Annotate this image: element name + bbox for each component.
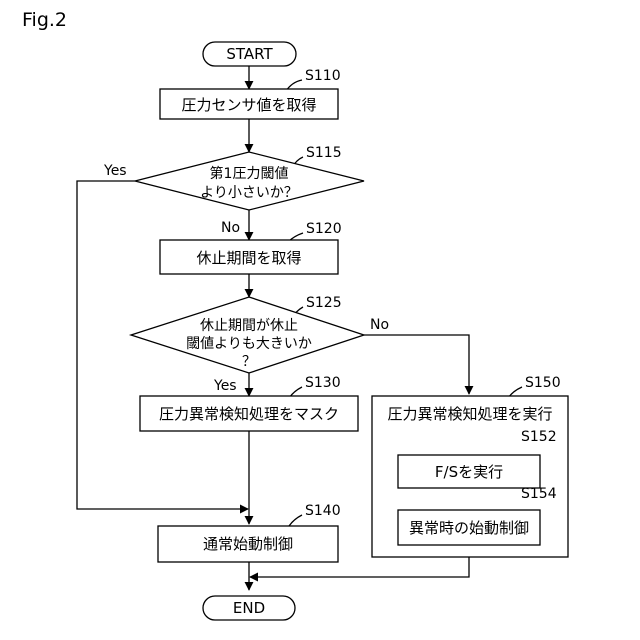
- decision-s125: 休止期間が休止 閾値よりも大きいか ？ S125 No Yes: [131, 295, 389, 394]
- s125-line1: 休止期間が休止: [200, 318, 298, 334]
- edge-s125-no: [364, 335, 469, 394]
- s110-step: S110: [305, 68, 341, 84]
- s125-no-label: No: [370, 317, 389, 333]
- s110-label: 圧力センサ値を取得: [181, 96, 316, 114]
- s115-line2: より小さいか？: [200, 185, 298, 201]
- s154-step: S154: [521, 486, 557, 502]
- end-node: END: [203, 596, 295, 620]
- s130-step: S130: [305, 375, 341, 391]
- start-node: START: [203, 42, 296, 66]
- process-s110: 圧力センサ値を取得 S110: [160, 68, 341, 119]
- s125-yes-label: Yes: [213, 378, 237, 394]
- s150-step: S150: [525, 375, 561, 391]
- s115-step: S115: [306, 145, 342, 161]
- process-s120: 休止期間を取得 S120: [160, 221, 342, 274]
- leader-s140: [289, 515, 302, 526]
- end-label: END: [233, 599, 265, 617]
- s140-label: 通常始動制御: [203, 535, 293, 553]
- figure-label: Fig.2: [22, 9, 67, 31]
- s152-step: S152: [521, 429, 557, 445]
- s115-no-label: No: [221, 220, 240, 236]
- s120-label: 休止期間を取得: [196, 249, 301, 267]
- s125-step: S125: [306, 295, 342, 311]
- s154-label: 異常時の始動制御: [409, 519, 529, 537]
- s115-line1: 第1圧力閾値: [210, 165, 289, 182]
- s130-label: 圧力異常検知処理をマスク: [159, 405, 339, 423]
- s125-line3: ？: [242, 354, 256, 370]
- s152-label: F/Sを実行: [435, 463, 503, 481]
- s120-step: S120: [306, 221, 342, 237]
- s115-yes-label: Yes: [103, 163, 127, 179]
- s125-line2: 閾値よりも大きいか: [186, 336, 312, 352]
- s140-step: S140: [305, 503, 341, 519]
- start-label: START: [226, 45, 273, 63]
- s150-label: 圧力異常検知処理を実行: [387, 405, 552, 423]
